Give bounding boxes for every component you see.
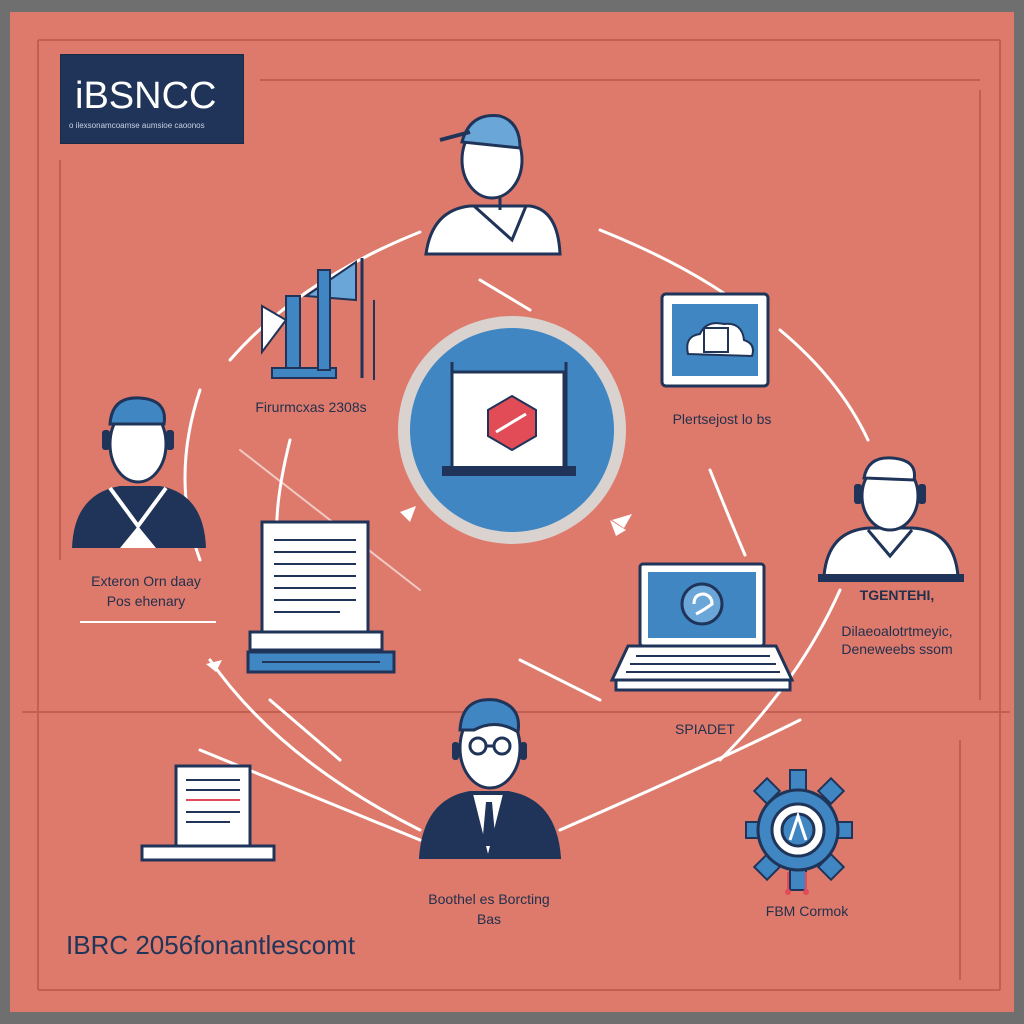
arrow-mark-1 [400,506,416,522]
document-icon [140,764,276,862]
laptop-icon [609,562,795,692]
person-headset-icon-right [818,456,964,582]
bottom-person-label-line2: Bas [476,911,502,927]
person-glasses-icon [418,698,562,859]
spoke-server [268,698,342,762]
gear-icon [745,769,853,895]
arc-right [778,328,870,442]
gear-label: FBM Cormok [765,903,849,919]
arc-bottom-left [208,658,422,832]
right-person-label-line3: Deneweebs ssom [841,641,953,657]
arc-bottom-right [558,718,802,832]
arc-top-left [228,230,422,362]
arrow-mark-3 [206,660,222,672]
right-person-label-line1: TGENTEHI, [859,587,935,603]
spoke-diagonal [239,449,421,591]
spoke-right [708,468,747,557]
spoke-bottom [518,658,602,702]
frame-lines [22,39,1010,991]
left-person-label-line1: Exteron Orn daay [91,573,201,589]
cloud-monitor-label: Plertsejost lo bs [672,411,772,427]
server-icon [246,520,396,674]
arrow-mark-2 [612,514,632,528]
logo: iBSNCC o ilexsonamcoamse aumsioe caoonos [60,54,244,144]
network-router-label: Firurmcxas 2308s [255,399,367,415]
right-person-label-line2: Dilaeoalotrtmeyic, [841,623,953,639]
bottom-person-label-line1: Boothel es Borcting [428,891,550,907]
logo-subtitle: o ilexsonamcoamse aumsioe caoonos [69,121,205,130]
arrow-marks [206,506,632,672]
arrow-mark-4 [610,520,626,536]
footer-text: IBRC 2056fonantlescomt [66,930,356,960]
laptop-label: SPIADET [675,721,735,737]
logo-title: iBSNCC [75,75,217,117]
left-person-label-line2: Pos ehenary [106,593,186,609]
person-cap-icon [424,114,562,256]
router-icon [261,258,375,380]
person-headset-icon-left [72,396,206,548]
cloud-monitor-icon [660,292,770,388]
hub-icon [398,316,626,544]
spoke-top [478,278,532,312]
